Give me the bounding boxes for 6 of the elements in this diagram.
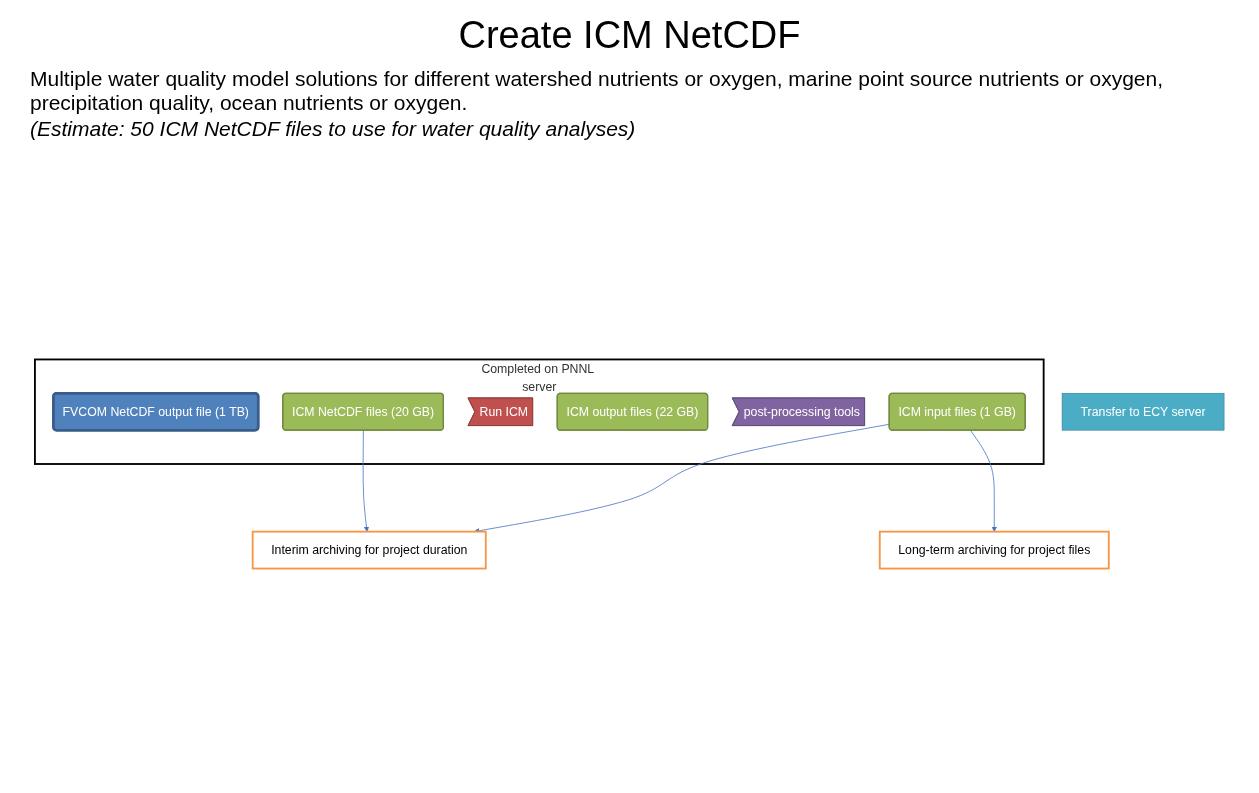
note-text: (Estimate: 50 ICM NetCDF files to use for water quality analyses) [30,117,637,141]
description-text: Multiple water quality model solutions for different watershed nutrients or oxygen, marine point source nutrients or oxygen, precipitation quality, ocean nutrients or oxygen. [30,67,1165,115]
node-box: Interim archiving for project duration [251,530,487,570]
node-box: Long-term archiving for project files [878,530,1110,570]
title: Create ICM NetCDF [457,14,802,57]
node-box: Transfer to ECY server [1061,392,1225,431]
